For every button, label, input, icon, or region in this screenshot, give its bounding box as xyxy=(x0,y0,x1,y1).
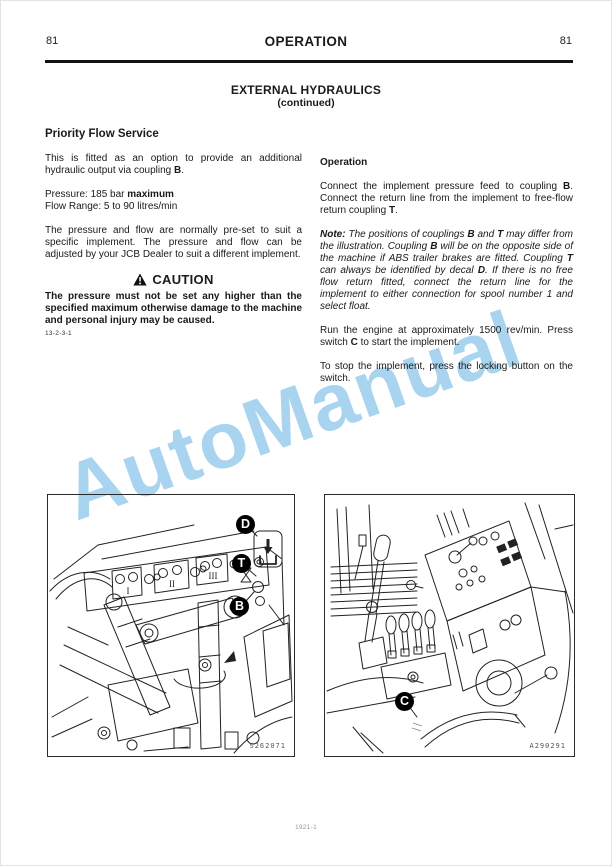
page-number-left: 81 xyxy=(46,35,59,47)
run-engine-paragraph: Run the engine at approximately 1500 rev… xyxy=(320,325,573,348)
spool-label-1: I xyxy=(127,586,130,596)
callout-D: D xyxy=(236,515,255,534)
intro-paragraph: This is fitted as an option to provide a… xyxy=(45,153,302,176)
stop-paragraph: To stop the implement, press the locking… xyxy=(320,361,573,384)
right-column: Operation Connect the implement pressure… xyxy=(320,157,573,397)
section-title: EXTERNAL HYDRAULICS xyxy=(230,83,382,97)
callout-C: C xyxy=(395,692,414,711)
operation-heading: Operation xyxy=(320,157,368,168)
figure-cab-controls: C A290291 xyxy=(324,494,575,757)
page-title: OPERATION xyxy=(264,34,348,49)
specs-block: Pressure: 185 bar maximum Flow Range: 5 … xyxy=(45,189,302,213)
spool-label-2: II xyxy=(169,579,175,589)
caution-heading: CAUTION xyxy=(45,273,302,286)
page-number-right: 81 xyxy=(559,35,572,47)
figure-code-left: S262071 xyxy=(249,742,286,750)
header-rule xyxy=(45,60,573,63)
flow-range-spec: Flow Range: 5 to 90 litres/min xyxy=(45,201,178,212)
section-subtitle: (continued) xyxy=(277,97,335,109)
caution-ref-code: 13-2-3-1 xyxy=(45,330,72,337)
subsection-heading: Priority Flow Service xyxy=(45,128,159,140)
pressure-spec: Pressure: 185 bar maximum xyxy=(45,189,174,200)
callout-B: B xyxy=(230,597,249,616)
connect-paragraph: Connect the implement pressure feed to c… xyxy=(320,181,573,216)
figure-hydraulic-couplings: I II III D T B S262071 xyxy=(47,494,295,757)
warning-triangle-icon xyxy=(133,273,147,286)
figure-code-right: A290291 xyxy=(529,742,566,750)
caution-text: The pressure must not be set any higher … xyxy=(45,291,302,326)
adjustment-paragraph: The pressure and flow are normally pre-s… xyxy=(45,225,302,260)
line-art-couplings: I II III xyxy=(49,524,293,754)
note-paragraph: Note: The positions of couplings B and T… xyxy=(320,229,573,312)
footer-code: 1921-1 xyxy=(294,824,318,831)
callout-T: T xyxy=(232,554,251,573)
line-art-cab xyxy=(326,502,574,754)
caution-label: CAUTION xyxy=(152,271,214,287)
spool-label-3: III xyxy=(209,571,218,581)
left-column: Priority Flow Service This is fitted as … xyxy=(45,128,302,340)
